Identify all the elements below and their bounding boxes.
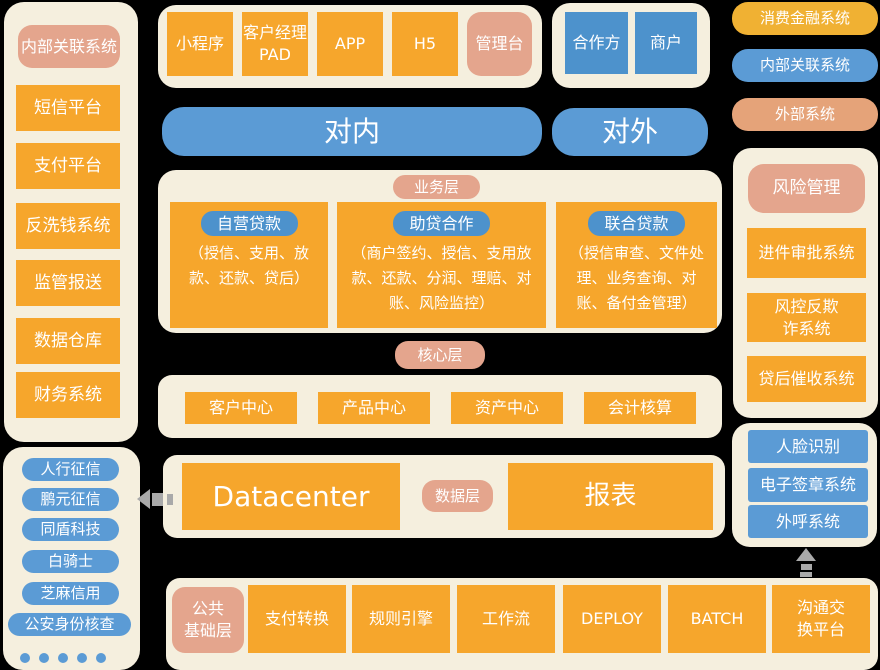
- foundation-box-comm-exchange: 沟通交 换平台: [772, 585, 870, 653]
- ellipsis-dot: [39, 653, 49, 663]
- core-box-asset-center: 资产中心: [451, 392, 563, 424]
- ellipsis-dot: [58, 653, 68, 663]
- foundation-layer-label: 公共 基础层: [172, 587, 244, 653]
- system-box-payment: 支付平台: [16, 143, 120, 189]
- system-box-warehouse: 数据仓库: [16, 318, 120, 364]
- arrow-dash: [167, 494, 173, 505]
- credit-pill-pboc: 人行征信: [22, 458, 119, 481]
- risk-panel-header: 风险管理: [748, 164, 865, 213]
- left-credit-panel: 人行征信 鹏元征信 同盾科技 白骑士 芝麻信用 公安身份核查: [3, 447, 140, 670]
- channel-box-miniprogram: 小程序: [167, 12, 233, 76]
- system-box-finance: 财务系统: [16, 372, 120, 418]
- business-card-joint-loan: 联合贷款 （授信审查、文件处理、业务查询、对账、备付金管理）: [556, 202, 717, 328]
- data-layer-label: 数据层: [422, 480, 493, 512]
- risk-panel: 风险管理 进件审批系统 风控反欺 诈系统 贷后催收系统: [733, 148, 878, 418]
- ellipsis-dot: [77, 653, 87, 663]
- datacenter-box: Datacenter: [182, 463, 400, 530]
- credit-pill-police-id: 公安身份核查: [8, 613, 131, 636]
- core-layer-label: 核心层: [395, 341, 485, 369]
- business-card-body: （商户签约、授信、支用放款、还款、分润、理赔、对账、风险监控）: [351, 244, 532, 312]
- banner-external: 对外: [552, 108, 708, 156]
- legend-internal-systems: 内部关联系统: [732, 49, 878, 82]
- credit-pill-pengyuan: 鹏元征信: [22, 488, 119, 511]
- business-card-title: 助贷合作: [393, 211, 490, 236]
- arrow-up-icon: [796, 548, 816, 561]
- business-card-body: （授信审查、文件处理、业务查询、对账、备付金管理）: [568, 244, 704, 312]
- business-card-title: 自营贷款: [200, 211, 298, 236]
- business-layer-panel: 业务层 自营贷款 （授信、支用、放款、还款、贷后） 助贷合作 （商户签约、授信、…: [158, 170, 722, 333]
- service-box-esignature: 电子签章系统: [748, 468, 868, 502]
- core-box-accounting: 会计核算: [584, 392, 696, 424]
- core-layer-panel: 客户中心 产品中心 资产中心 会计核算: [158, 375, 722, 438]
- partner-box-partner: 合作方: [565, 12, 628, 74]
- right-services-panel: 人脸识别 电子签章系统 外呼系统: [732, 423, 877, 547]
- business-card-body: （授信、支用、放款、还款、贷后）: [188, 244, 309, 287]
- arrow-dash: [801, 564, 812, 570]
- left-panel-header: 内部关联系统: [18, 25, 120, 68]
- left-internal-systems-panel: 内部关联系统 短信平台 支付平台 反洗钱系统 监管报送 数据仓库 财务系统: [4, 2, 138, 442]
- foundation-box-rule-engine: 规则引擎: [352, 585, 450, 653]
- arrow-dash: [152, 493, 163, 506]
- system-box-regulatory: 监管报送: [16, 260, 120, 306]
- foundation-layer-panel: 公共 基础层 支付转换 规则引擎 工作流 DEPLOY BATCH 沟通交 换平…: [166, 578, 878, 670]
- credit-pill-baiqishi: 白骑士: [22, 550, 119, 573]
- foundation-box-payment-convert: 支付转换: [248, 585, 346, 653]
- legend-external-systems: 外部系统: [732, 98, 878, 131]
- data-layer-panel: Datacenter 数据层 报表: [163, 455, 725, 538]
- report-box: 报表: [508, 463, 713, 530]
- business-card-self-loan: 自营贷款 （授信、支用、放款、还款、贷后）: [170, 202, 328, 328]
- risk-box-antifraud: 风控反欺 诈系统: [747, 293, 866, 342]
- foundation-box-batch: BATCH: [668, 585, 766, 653]
- ellipsis-dot: [20, 653, 30, 663]
- credit-pill-zhima: 芝麻信用: [22, 582, 119, 605]
- core-box-customer-center: 客户中心: [185, 392, 297, 424]
- channel-box-manager-pad: 客户经理 PAD: [242, 12, 308, 76]
- ellipsis-dot: [96, 653, 106, 663]
- business-layer-label: 业务层: [393, 175, 480, 199]
- system-box-aml: 反洗钱系统: [16, 203, 120, 249]
- channel-box-admin-console: 管理台: [467, 12, 532, 76]
- risk-box-collection: 贷后催收系统: [747, 356, 866, 402]
- channels-panel: 小程序 客户经理 PAD APP H5 管理台: [158, 5, 542, 88]
- channel-box-app: APP: [317, 12, 383, 76]
- core-box-product-center: 产品中心: [318, 392, 430, 424]
- arrow-left-icon: [137, 489, 150, 509]
- risk-box-intake-approval: 进件审批系统: [747, 228, 866, 278]
- business-card-title: 联合贷款: [588, 211, 685, 236]
- partners-panel: 合作方 商户: [552, 3, 710, 88]
- business-card-assist-loan: 助贷合作 （商户签约、授信、支用放款、还款、分润、理赔、对账、风险监控）: [337, 202, 546, 328]
- foundation-box-workflow: 工作流: [457, 585, 555, 653]
- partner-box-merchant: 商户: [635, 12, 697, 74]
- system-box-sms: 短信平台: [16, 85, 120, 131]
- arrow-dash: [800, 572, 812, 577]
- service-box-outbound-call: 外呼系统: [748, 505, 868, 538]
- credit-pill-tongdun: 同盾科技: [22, 518, 119, 541]
- channel-box-h5: H5: [392, 12, 458, 76]
- foundation-box-deploy: DEPLOY: [563, 585, 661, 653]
- legend-consumer-finance: 消费金融系统: [732, 2, 878, 35]
- banner-internal: 对内: [162, 107, 542, 156]
- service-box-face-recognition: 人脸识别: [748, 430, 868, 463]
